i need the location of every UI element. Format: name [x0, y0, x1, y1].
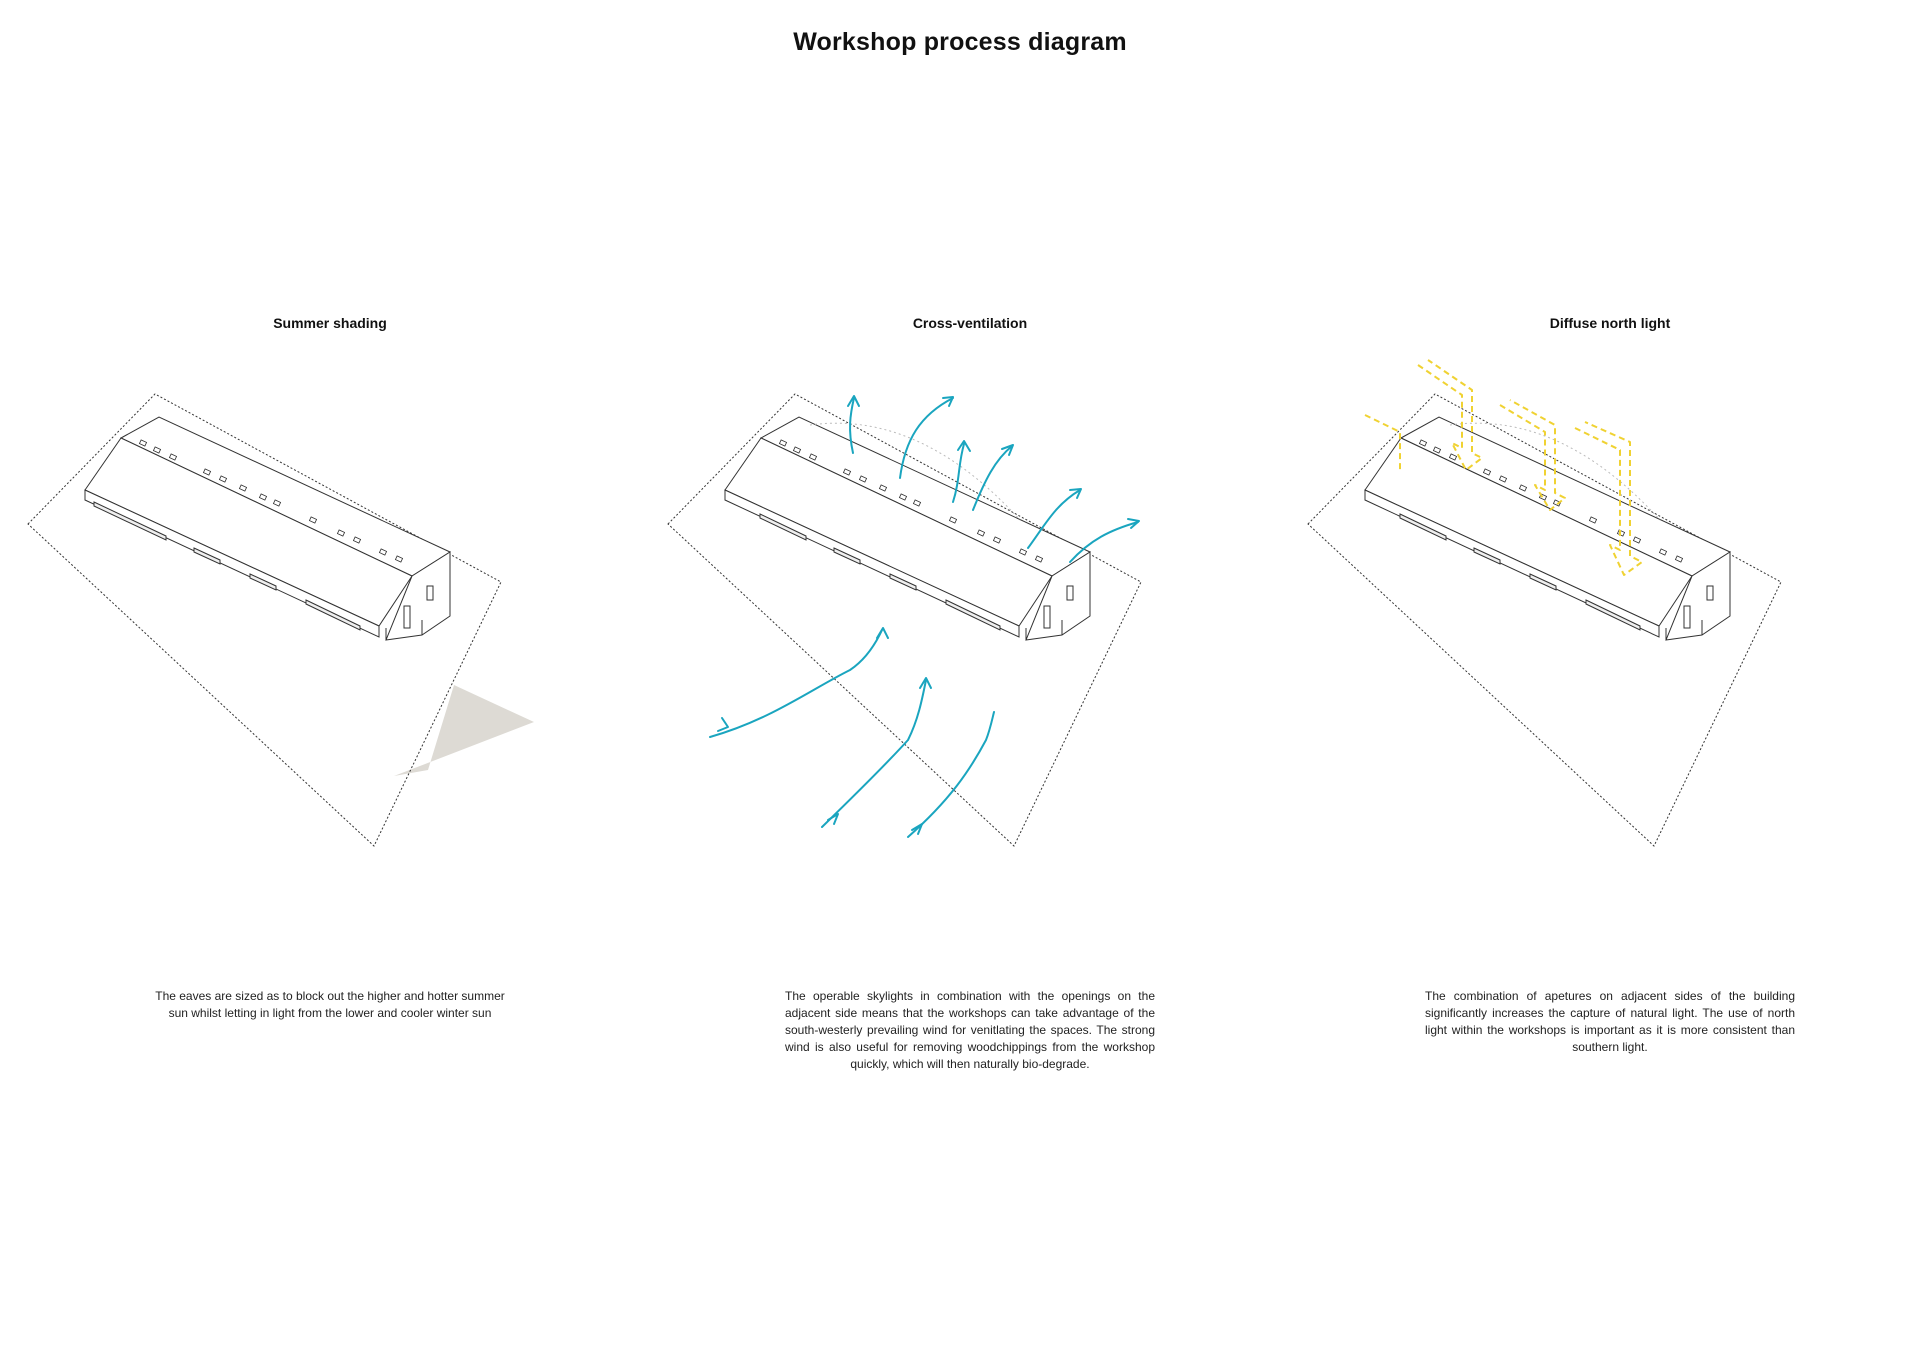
gable-door [403, 605, 411, 629]
gable-end [1025, 551, 1091, 641]
building-drawing-north-light [1307, 359, 1782, 847]
panel-title: Cross-ventilation [912, 315, 1028, 331]
building-axonometric [667, 393, 1142, 847]
panel-summer-shading: Summer shading [10, 300, 650, 1120]
gable-door [1043, 605, 1051, 629]
wind-arrow-in [709, 627, 889, 738]
wall-opening [193, 547, 221, 565]
wall-opening [93, 501, 167, 541]
internal-light-line [1449, 422, 1661, 521]
wall-opening [1529, 573, 1557, 591]
site-plane [27, 393, 502, 847]
gable-window [1066, 585, 1074, 601]
wall-opening [249, 573, 277, 591]
panel-caption: The combination of apetures on adjacent … [1425, 989, 1795, 1054]
light-arrows [1364, 359, 1643, 576]
internal-flow-line [809, 422, 1021, 521]
light-arrow [1364, 414, 1401, 470]
wall-opening [1473, 547, 1501, 565]
gable-end [1665, 551, 1731, 641]
wall-opening [833, 547, 861, 565]
wind-arrow-out [1069, 518, 1140, 563]
skylights [138, 439, 404, 563]
gable-door [1683, 605, 1691, 629]
site-plane [1307, 393, 1782, 847]
panel-caption: The operable skylights in combination wi… [785, 989, 1155, 1071]
wind-arrow-in [821, 677, 932, 828]
wall-opening [945, 599, 1001, 631]
wall-opening [759, 513, 807, 541]
panel-cross-ventilation: Cross-ventilation [650, 300, 1290, 1120]
wind-arrow-out [972, 444, 1014, 511]
skylights [778, 439, 1044, 563]
panel-title: Summer shading [273, 315, 387, 331]
light-arrow [1574, 421, 1643, 576]
wind-arrow-out [952, 440, 971, 503]
light-arrow [1499, 399, 1566, 511]
wind-arrow-out [899, 396, 954, 479]
wind-arrow-in [907, 711, 995, 838]
wall-opening [305, 599, 361, 631]
skylights [1418, 439, 1684, 563]
building-axonometric [1307, 393, 1782, 847]
wall-opening [1399, 513, 1447, 541]
panel-caption: The eaves are sized as to block out the … [155, 989, 505, 1020]
gable-window [1706, 585, 1714, 601]
panel-title: Diffuse north light [1549, 315, 1671, 331]
shadow-projection [394, 685, 534, 776]
gable-end [385, 551, 451, 641]
gable-window [426, 585, 434, 601]
wall-opening [1585, 599, 1641, 631]
wind-arrow-out [847, 395, 860, 454]
page-title: Workshop process diagram [793, 28, 1127, 56]
building-drawing-ventilation [667, 393, 1142, 847]
wind-arrows [709, 395, 1140, 838]
panel-diffuse-north-light: Diffuse north light [1290, 300, 1920, 1120]
light-arrow [1417, 359, 1483, 471]
building-drawing-shading [27, 393, 534, 847]
building-axonometric [27, 393, 502, 847]
wall-opening [889, 573, 917, 591]
wind-arrow-out [1027, 488, 1082, 549]
site-plane [667, 393, 1142, 847]
